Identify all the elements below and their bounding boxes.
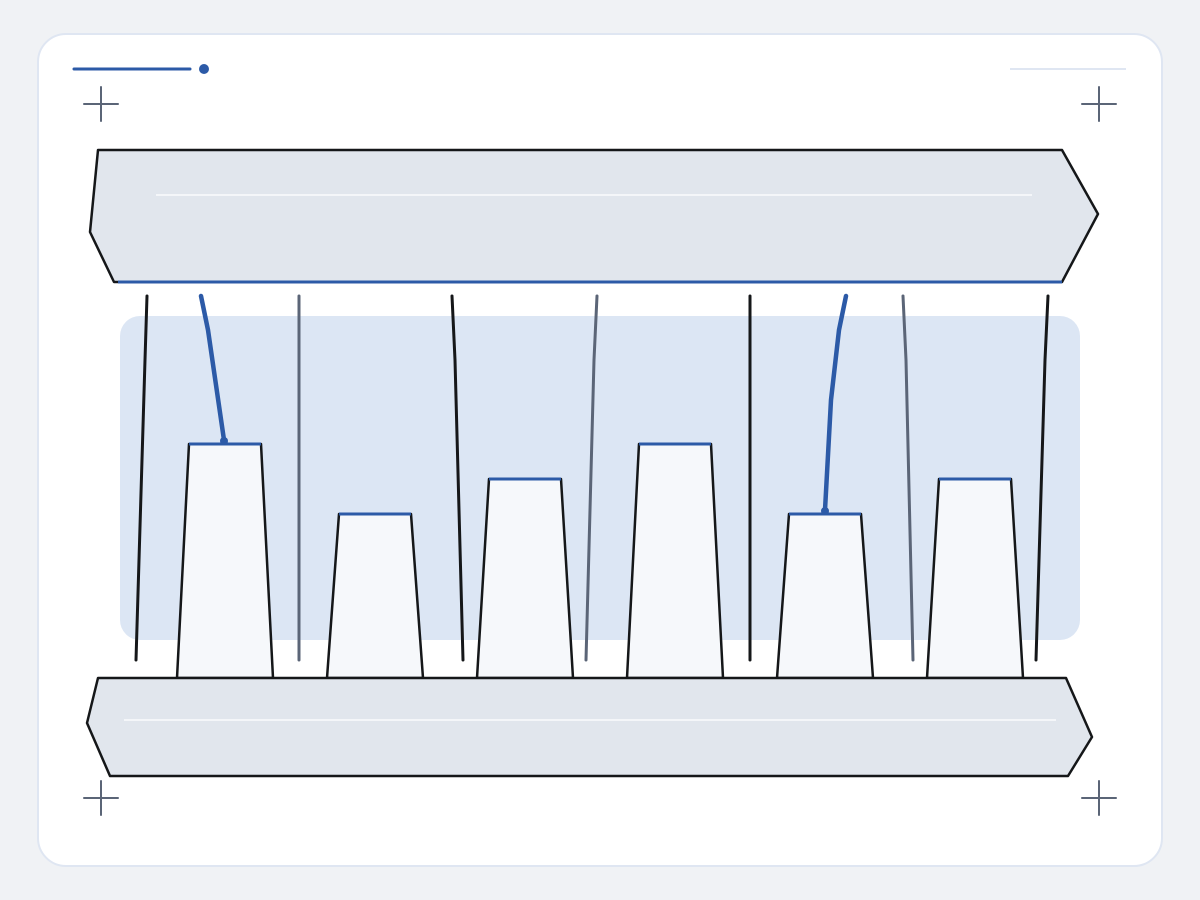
strand-group	[134, 293, 1050, 662]
strand	[134, 294, 149, 662]
strand	[1034, 294, 1050, 662]
crosshair-icon	[1081, 86, 1117, 122]
bottom-beam	[85, 676, 1094, 778]
block	[625, 442, 725, 680]
block	[175, 442, 275, 680]
crosshair-icon	[1081, 780, 1117, 816]
crosshair-icon	[83, 86, 119, 122]
block-group	[175, 442, 1025, 680]
strand-connector	[198, 293, 227, 443]
crosshair-icon	[83, 780, 119, 816]
block	[325, 512, 425, 680]
block	[475, 477, 575, 680]
strand-connector	[822, 293, 849, 513]
strand	[584, 294, 599, 662]
strand	[901, 294, 915, 662]
top-beam	[88, 148, 1100, 284]
block	[925, 477, 1025, 680]
block	[775, 512, 875, 680]
strand	[450, 294, 465, 662]
header-accent	[72, 64, 209, 74]
header-accent-dot	[199, 64, 209, 74]
